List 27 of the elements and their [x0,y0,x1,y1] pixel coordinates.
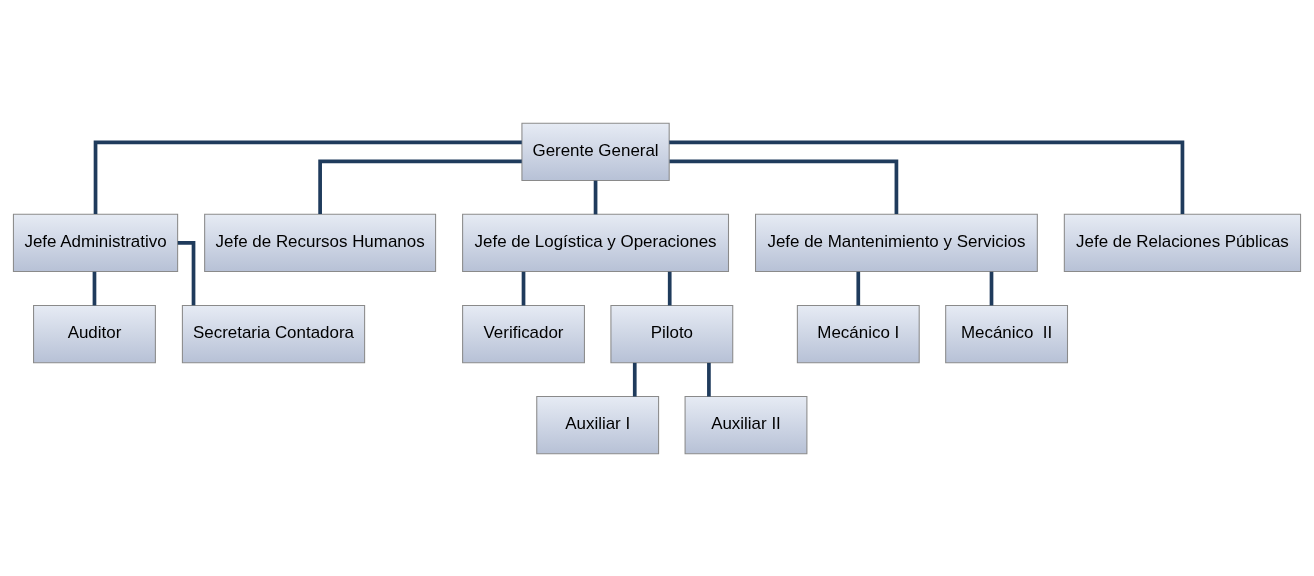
connector [669,139,1185,214]
node-box: Jefe de Recursos Humanos [204,213,437,272]
node-box: Gerente General [521,122,670,181]
node-box: Verificador [462,304,585,363]
connector [593,180,598,214]
connector [707,362,711,396]
connector [632,362,637,396]
node-box: Jefe de Logística y Operaciones [462,213,730,272]
node-box: Mecánico II [945,304,1069,363]
node-box: Jefe Administrativo [12,213,179,272]
node-box: Secretaria Contadora [181,304,366,363]
connector [92,271,97,305]
node-box: Mecánico I [796,304,920,363]
connector [318,159,522,214]
connector [667,271,672,305]
node-box: Auxiliar I [536,395,660,454]
node-box: Auditor [33,304,156,363]
connector [93,139,522,214]
node-box: Jefe de Relaciones Públicas [1063,213,1302,272]
connector [856,271,861,305]
node-box: Auxiliar II [684,395,808,454]
connector [521,271,526,305]
connector [669,159,899,214]
connector [177,240,196,305]
node-box: Piloto [610,304,734,363]
connector [989,271,994,305]
node-box: Jefe de Mantenimiento y Servicios [755,213,1038,272]
